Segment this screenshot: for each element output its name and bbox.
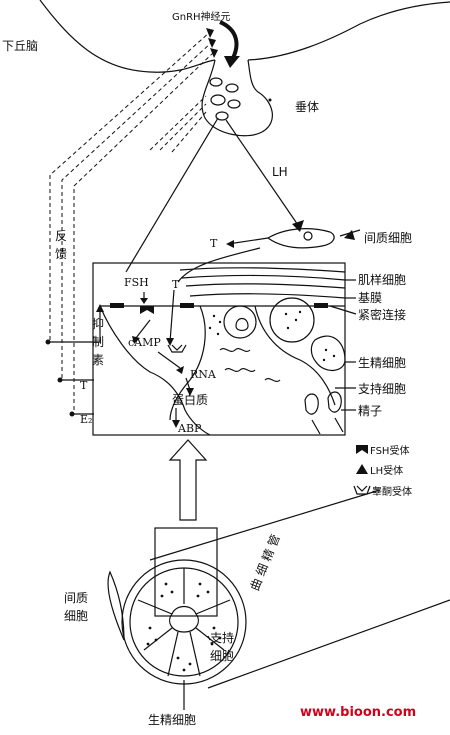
fsh-label: FSH <box>124 276 149 289</box>
feedback-label-2: 馈 <box>55 247 67 261</box>
sertoli-cell-bottom-label-1: 支持 <box>210 630 234 645</box>
seminiferous-tubule-section <box>107 489 450 710</box>
pituitary-gland <box>201 59 273 137</box>
gnrh-neuron-label: GnRH神经元 <box>172 10 231 23</box>
tight-junction-label: 紧密连接 <box>358 307 406 322</box>
basement-membrane-label: 基膜 <box>358 291 382 305</box>
fsh-receptor-legend-icon <box>356 445 368 454</box>
receptor-bar <box>110 303 124 308</box>
fsh-pathway <box>125 117 219 273</box>
interstitial-cell-top <box>266 228 361 249</box>
inhibin-label-3: 素 <box>92 353 104 367</box>
hollow-up-arrow-icon <box>168 439 208 521</box>
feedback-left-lines <box>45 304 104 417</box>
testosterone-receptor-icon <box>167 344 187 353</box>
box-internal-structures <box>99 267 346 436</box>
spermatogenic-cell-bottom-label: 生精细胞 <box>148 713 196 727</box>
testosterone-return <box>177 237 269 283</box>
feedback-label-1: 反 <box>55 229 67 243</box>
camp-label: cAMP <box>128 336 161 349</box>
myoid-cell-label: 肌样细胞 <box>358 272 406 287</box>
pituitary-label: 垂体 <box>295 100 319 114</box>
abp-label: ABP <box>177 422 202 435</box>
right-leader-lines <box>329 279 357 411</box>
testosterone-receptor-legend-icon <box>353 485 371 495</box>
spermatogenic-cell-label: 生精细胞 <box>358 356 406 370</box>
sertoli-detail-box <box>92 262 346 436</box>
inhibin-label-1: 抑 <box>92 316 104 331</box>
legend-testosterone-label: 睾酮受体 <box>372 485 412 498</box>
rna-label: RNA <box>190 368 217 381</box>
protein-label: 蛋白质 <box>172 392 208 407</box>
lh-pathway <box>225 119 304 232</box>
hypothalamus-label: 下丘脑 <box>2 39 38 53</box>
interstitial-cell-label: 间质细胞 <box>364 231 412 245</box>
e2-label: E₂ <box>80 413 92 426</box>
seminiferous-tubule-label: 曲 细 精 管 <box>247 532 283 593</box>
receptor-bar <box>314 303 328 308</box>
gnrh-arrow <box>219 20 240 68</box>
t-box-label: T <box>172 278 180 291</box>
hypothalamus-outline <box>39 0 450 73</box>
sertoli-cell-bottom-label-2: 细胞 <box>210 649 234 663</box>
interstitial-cell-bottom-label-2: 细胞 <box>64 609 88 623</box>
lh-receptor-legend-icon <box>356 464 368 474</box>
sperm-label: 精子 <box>358 404 382 418</box>
legend: FSH受体 LH受体 睾酮受体 <box>353 445 412 498</box>
lh-label: LH <box>272 165 288 179</box>
legend-fsh-label: FSH受体 <box>370 445 409 457</box>
interstitial-cell-bottom-label-1: 间质 <box>64 591 88 605</box>
fsh-receptor-icon <box>140 306 154 314</box>
legend-lh-label: LH受体 <box>370 465 403 477</box>
feedback-dashed-arrows <box>49 28 218 410</box>
receptor-bar <box>180 303 194 308</box>
t-side-label: T <box>80 379 88 392</box>
t-top-label: T <box>210 237 218 250</box>
highlight-rect <box>154 527 218 617</box>
watermark: www.bioon.com <box>300 705 416 720</box>
sertoli-cell-label: 支持细胞 <box>358 381 406 396</box>
